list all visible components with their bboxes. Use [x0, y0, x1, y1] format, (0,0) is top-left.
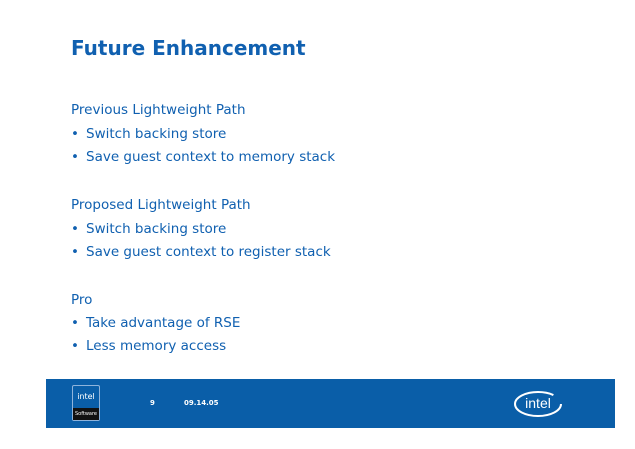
bullet-item: • Save guest context to register stack	[71, 244, 331, 260]
software-logo-top: intel	[77, 392, 95, 401]
bullet-text: Save guest context to register stack	[86, 244, 331, 260]
bullet-icon: •	[71, 338, 79, 354]
bullet-text: Save guest context to memory stack	[86, 149, 336, 165]
bullet-item: • Take advantage of RSE	[71, 315, 240, 331]
bullet-item: • Switch backing store	[71, 221, 226, 237]
bullet-icon: •	[71, 315, 79, 331]
bullet-text: Take advantage of RSE	[86, 315, 241, 331]
bullet-icon: •	[71, 149, 79, 165]
bullet-item: • Save guest context to memory stack	[71, 149, 335, 165]
slide-date: 09.14.05	[184, 399, 219, 407]
bullet-text: Less memory access	[86, 338, 227, 354]
bullet-text: Switch backing store	[86, 221, 227, 237]
svg-text:intel: intel	[525, 395, 551, 411]
section-heading: Previous Lightweight Path	[71, 102, 246, 118]
bullet-item: • Less memory access	[71, 338, 226, 354]
page-number: 9	[150, 399, 155, 407]
section-heading: Proposed Lightweight Path	[71, 197, 251, 213]
section-heading: Pro	[71, 292, 93, 308]
bullet-text: Switch backing store	[86, 126, 227, 142]
software-logo-bottom: Software	[73, 408, 99, 420]
bullet-item: • Switch backing store	[71, 126, 226, 142]
intel-software-logo: intel Software	[72, 385, 100, 421]
footer-bar: intel Software 9 09.14.05 intel	[46, 379, 615, 428]
bullet-icon: •	[71, 221, 79, 237]
bullet-icon: •	[71, 244, 79, 260]
slide-title: Future Enhancement	[71, 36, 306, 60]
bullet-icon: •	[71, 126, 79, 142]
intel-logo: intel	[514, 391, 562, 417]
